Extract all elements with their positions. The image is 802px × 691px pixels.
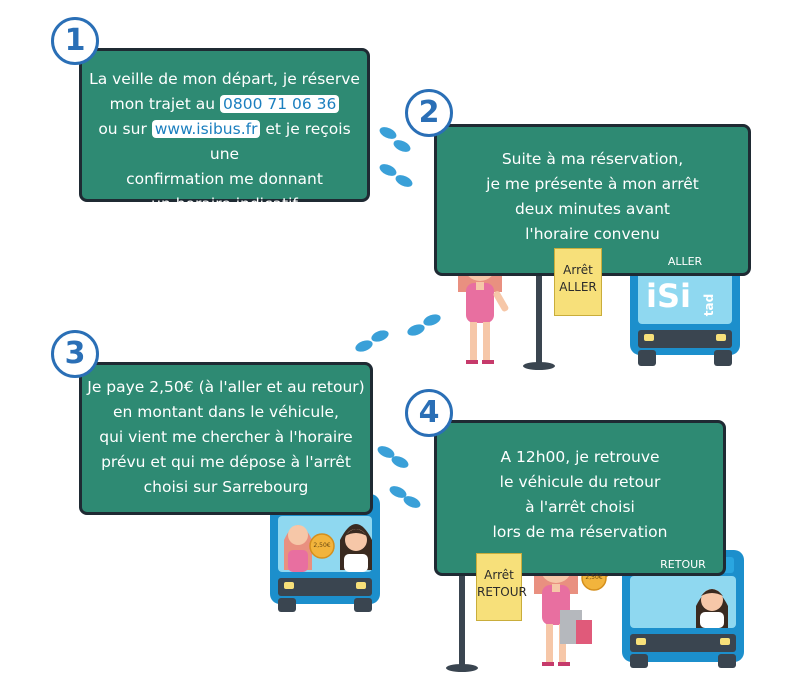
step-4-line-4: lors de ma réservation <box>492 523 668 541</box>
footprints-1-to-2 <box>379 127 413 187</box>
coin-label-step-3: 2,50€ <box>313 542 331 549</box>
step-1-line-2: mon trajet au 0800 71 06 36 <box>82 92 367 117</box>
isitad-logo-sub: tad <box>702 293 717 317</box>
step-1-line-5: un horaire indicatif <box>151 195 298 213</box>
step-1-number-badge: 1 <box>51 17 99 65</box>
step-2-line-1: Suite à ma réservation, <box>501 150 684 168</box>
bus-retour-illustration <box>622 550 744 668</box>
sign-arret-aller: Arrêt ALLER <box>554 248 602 316</box>
step-3-line-4: prévu et qui me dépose à l'arrêt <box>101 453 351 471</box>
bus-retour-label: RETOUR <box>660 558 706 571</box>
step-1-line-1: La veille de mon départ, je réserve <box>89 70 360 88</box>
bus-stop-post-retour <box>446 546 478 672</box>
sign-arret-retour: Arrêt RETOUR <box>476 553 527 621</box>
coin-label-step-4: 2,50€ <box>585 574 603 581</box>
step-2-number-badge: 2 <box>405 89 453 137</box>
step-2-line-4: l'horaire convenu <box>525 225 660 243</box>
step-4-panel: A 12h00, je retrouve le véhicule du reto… <box>434 420 726 576</box>
step-2-line-2: je me présente à mon arrêt <box>486 175 699 193</box>
step-3-line-2: en montant dans le véhicule, <box>113 403 339 421</box>
footprints-3-to-4 <box>377 446 421 508</box>
step-2-line-3: deux minutes avant <box>514 200 671 218</box>
website-link[interactable]: www.isibus.fr <box>151 120 261 138</box>
step-3-line-5: choisi sur Sarrebourg <box>143 478 309 496</box>
step-1-line-3: ou sur www.isibus.fr et je reçois une <box>98 120 351 163</box>
step-4-line-3: à l'arrêt choisi <box>525 498 635 516</box>
phone-number[interactable]: 0800 71 06 36 <box>219 95 340 113</box>
step-4-number-badge: 4 <box>405 389 453 437</box>
step-3-line-3: qui vient me chercher à l'horaire <box>99 428 353 446</box>
step-3-number-badge: 3 <box>51 330 99 378</box>
footprints-2-to-3 <box>355 314 441 352</box>
bus-aller-label: ALLER <box>667 255 703 268</box>
step-4-line-2: le véhicule du retour <box>499 473 661 491</box>
bus-step-3-illustration <box>270 494 380 612</box>
step-1-panel: La veille de mon départ, je réserve mon … <box>79 48 370 213</box>
step-3-line-1: Je paye 2,50€ (à l'aller et au retour) <box>87 378 365 396</box>
step-1-line-4: confirmation me donnant <box>126 170 323 188</box>
isitad-logo: iSi tad <box>644 274 726 322</box>
step-4-line-1: A 12h00, je retrouve <box>500 448 660 466</box>
isitad-logo-main: iSi <box>646 277 691 315</box>
bus-stop-post-aller <box>523 244 555 370</box>
step-3-panel: Je paye 2,50€ (à l'aller et au retour) e… <box>79 362 373 515</box>
